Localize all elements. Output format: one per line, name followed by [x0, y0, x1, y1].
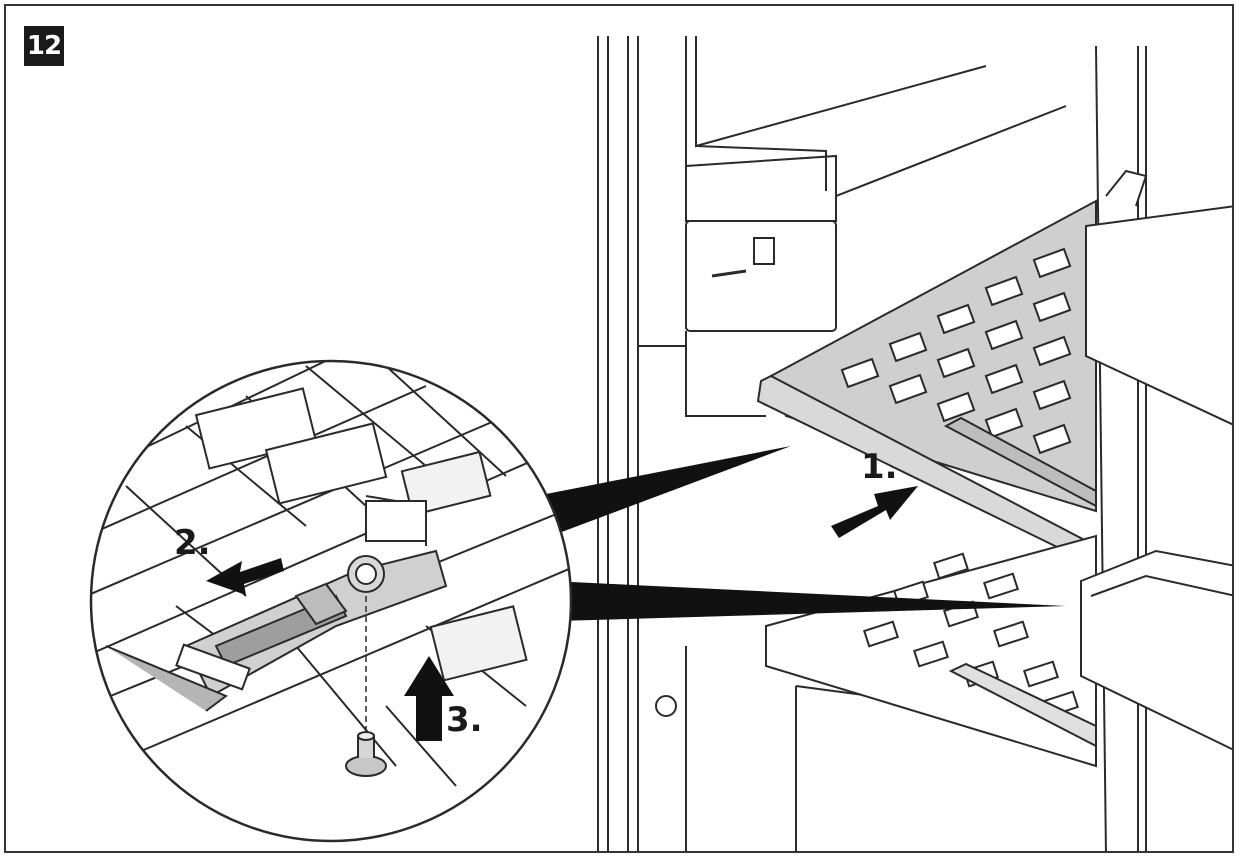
step-1-arrow: 1. [831, 447, 918, 538]
latch-button [753, 237, 775, 265]
step-1-label: 1. [861, 447, 898, 487]
callout-pointers [536, 446, 1066, 621]
cabinet-screw-icon [655, 695, 677, 717]
detail-magnifier: 2. 3. [89, 359, 573, 843]
upper-shelf [756, 199, 1097, 568]
figure-number-badge: 12 [24, 26, 64, 66]
latch-housing [685, 220, 837, 332]
step-2-arrow: 2. [174, 523, 284, 595]
step-3-label: 3. [446, 700, 483, 740]
lower-shelf [765, 534, 1097, 768]
step-2-label: 2. [174, 523, 211, 563]
door-bins [1080, 169, 1232, 751]
step-3-arrow: 3. [404, 656, 483, 741]
figure-frame: 12 [4, 4, 1234, 853]
assembly-illustration: 1. [89, 36, 1232, 851]
